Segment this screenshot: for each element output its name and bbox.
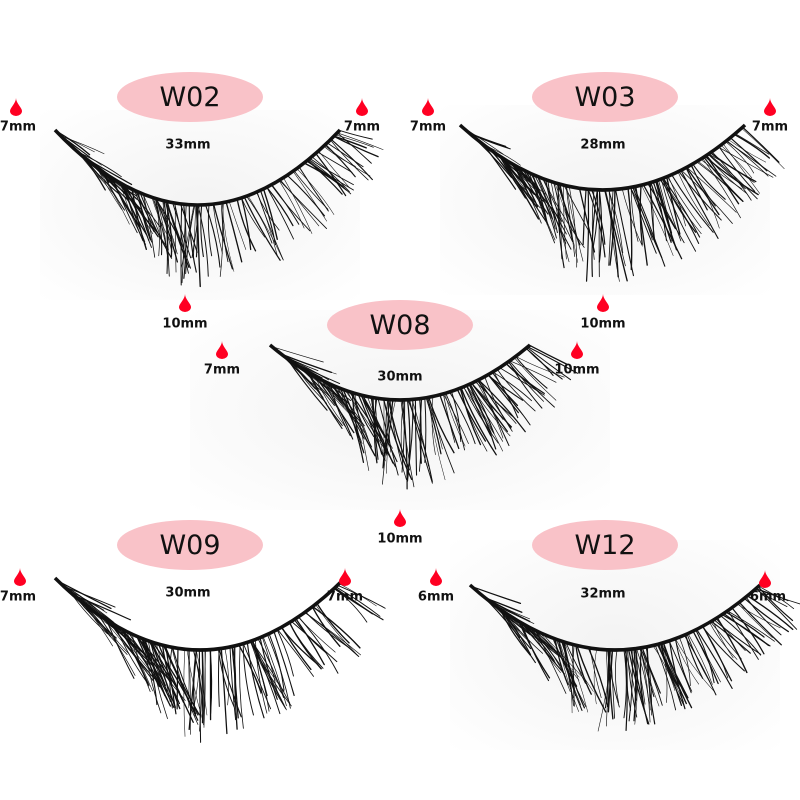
length-label-w12: 32mm bbox=[580, 586, 626, 602]
red-drop-icon bbox=[179, 294, 191, 312]
product-code-w03: W03 bbox=[532, 72, 678, 122]
red-drop-icon bbox=[597, 294, 609, 312]
center-length-w02: 10mm bbox=[162, 316, 208, 332]
right-length-w09: 7mm bbox=[326, 589, 364, 605]
product-code-w12: W12 bbox=[532, 520, 678, 570]
eyelash-strip bbox=[268, 343, 578, 490]
red-drop-icon bbox=[10, 98, 22, 116]
right-length-w12: 6mm bbox=[749, 589, 787, 605]
length-label-w08: 30mm bbox=[377, 369, 423, 385]
red-drop-icon bbox=[571, 341, 583, 359]
red-drop-icon bbox=[430, 568, 442, 586]
red-drop-icon bbox=[356, 98, 368, 116]
left-length-w09: 7mm bbox=[0, 589, 37, 605]
center-length-w03: 10mm bbox=[580, 316, 626, 332]
eyelash-strip bbox=[53, 128, 384, 288]
eyelash-strip bbox=[468, 583, 800, 732]
left-length-w02: 7mm bbox=[0, 119, 37, 135]
center-length-w08: 10mm bbox=[377, 531, 423, 547]
red-drop-icon bbox=[14, 568, 26, 586]
red-drop-icon bbox=[394, 509, 406, 527]
product-code-w02: W02 bbox=[117, 72, 263, 122]
red-drop-icon bbox=[764, 98, 776, 116]
length-label-w09: 30mm bbox=[165, 585, 211, 601]
length-label-w03: 28mm bbox=[580, 137, 626, 153]
red-drop-icon bbox=[339, 568, 351, 586]
red-drop-icon bbox=[216, 341, 228, 359]
lash-photo-w03 bbox=[440, 105, 770, 295]
red-drop-icon bbox=[422, 98, 434, 116]
left-length-w08: 7mm bbox=[203, 362, 241, 378]
left-length-w03: 7mm bbox=[409, 119, 447, 135]
product-code-w08: W08 bbox=[327, 300, 473, 350]
right-length-w03: 7mm bbox=[751, 119, 789, 135]
length-label-w02: 33mm bbox=[165, 137, 211, 153]
product-code-w09: W09 bbox=[117, 520, 263, 570]
eyelash-strip bbox=[53, 576, 386, 743]
eyelash-strip bbox=[458, 123, 785, 282]
right-length-w02: 7mm bbox=[343, 119, 381, 135]
right-length-w08: 10mm bbox=[554, 362, 600, 378]
red-drop-icon bbox=[759, 570, 771, 588]
left-length-w12: 6mm bbox=[417, 589, 455, 605]
